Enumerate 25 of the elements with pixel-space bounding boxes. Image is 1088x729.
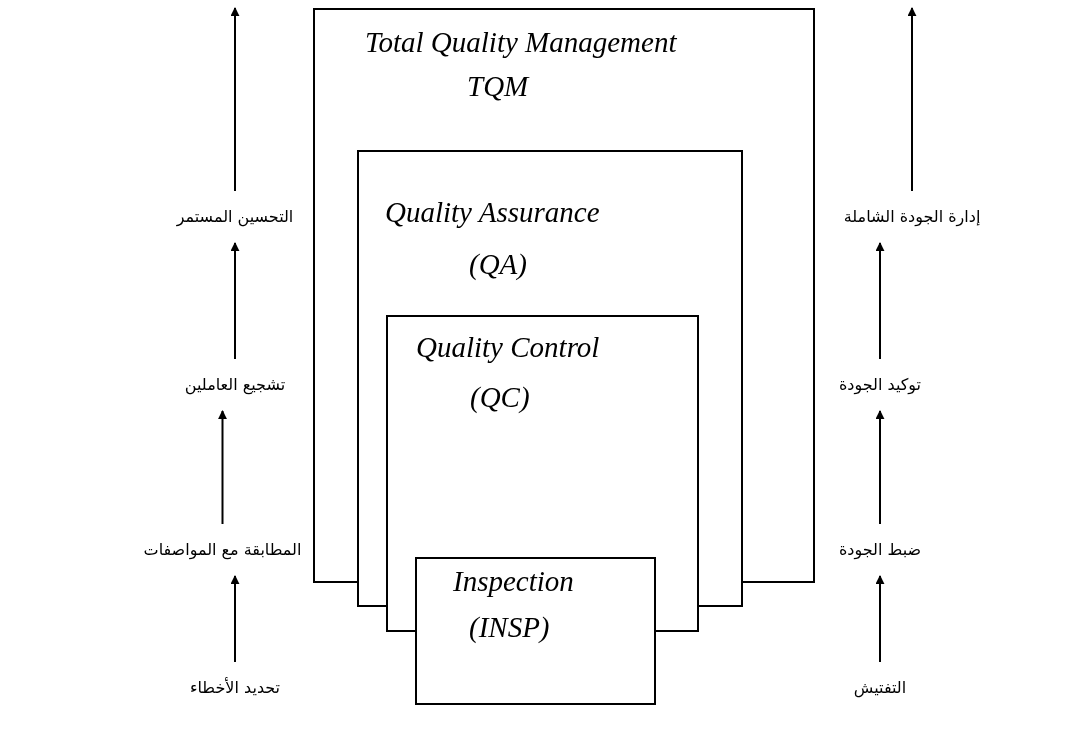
- arrow: [875, 575, 885, 663]
- box-title: Quality Assurance: [385, 195, 600, 230]
- stage-label: التفتيش: [830, 672, 930, 704]
- nested-box: [415, 557, 656, 705]
- stage-label: التحسين المستمر: [170, 201, 300, 233]
- box-title: TQM: [467, 69, 529, 104]
- arrow: [230, 575, 240, 663]
- arrow: [218, 410, 227, 525]
- box-title: Quality Control: [416, 330, 600, 365]
- arrow: [875, 242, 885, 360]
- box-title: Total Quality Management: [365, 25, 677, 60]
- stage-label: ضبط الجودة: [830, 534, 930, 566]
- box-title: Inspection: [453, 564, 574, 599]
- stage-label: تشجيع العاملين: [180, 369, 290, 401]
- stage-label: المطابقة مع المواصفات: [140, 534, 305, 566]
- arrow: [230, 7, 240, 192]
- stage-label: تحديد الأخطاء: [180, 672, 290, 704]
- stage-label: توكيد الجودة: [830, 369, 930, 401]
- box-title: (INSP): [469, 610, 550, 645]
- box-title: (QA): [469, 247, 527, 282]
- arrow: [230, 242, 240, 360]
- stage-label: إدارة الجودة الشاملة: [832, 201, 992, 233]
- box-title: (QC): [470, 380, 530, 415]
- arrow: [907, 7, 917, 192]
- arrow: [875, 410, 885, 525]
